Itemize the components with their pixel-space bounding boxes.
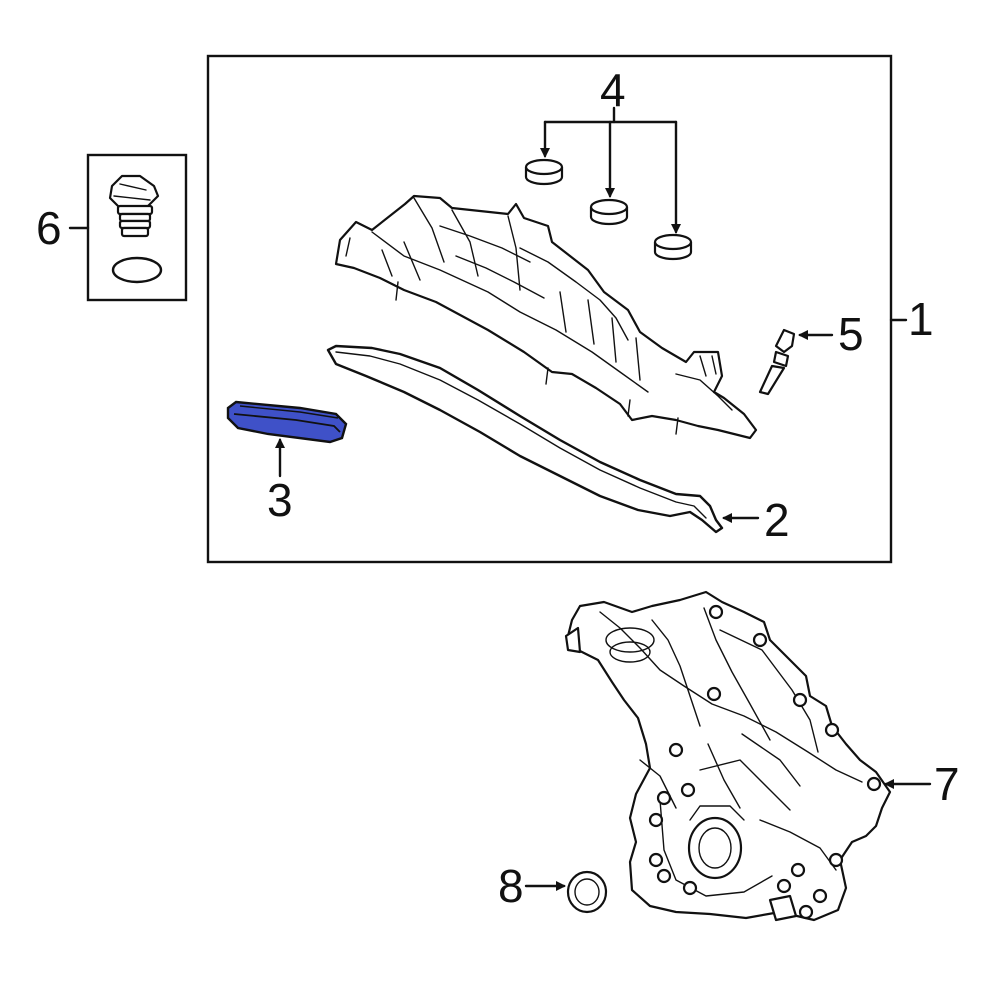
callout-8: 8 [498, 860, 524, 912]
grommet-2[interactable] [589, 198, 629, 226]
crankshaft-seal[interactable] [566, 870, 608, 914]
callout-3: 3 [267, 474, 293, 526]
callout-2: 2 [764, 494, 790, 546]
timing-cover[interactable] [564, 590, 892, 922]
leader-lines [68, 106, 932, 891]
callout-4: 4 [600, 64, 626, 116]
stud-bolt[interactable] [758, 328, 796, 396]
grommet-3[interactable] [653, 233, 693, 261]
callout-1: 1 [908, 293, 934, 345]
highlighted-seal[interactable] [226, 400, 348, 444]
oil-filler-cap[interactable] [108, 174, 160, 238]
callout-5: 5 [838, 308, 864, 360]
oil-cap-o-ring[interactable] [111, 256, 163, 284]
grommet-1[interactable] [524, 158, 564, 186]
assembly-frame [206, 54, 893, 564]
callout-6: 6 [36, 202, 62, 254]
valve-cover-gasket[interactable] [326, 344, 724, 534]
valve-cover[interactable] [334, 194, 758, 440]
callout-7: 7 [934, 758, 960, 810]
